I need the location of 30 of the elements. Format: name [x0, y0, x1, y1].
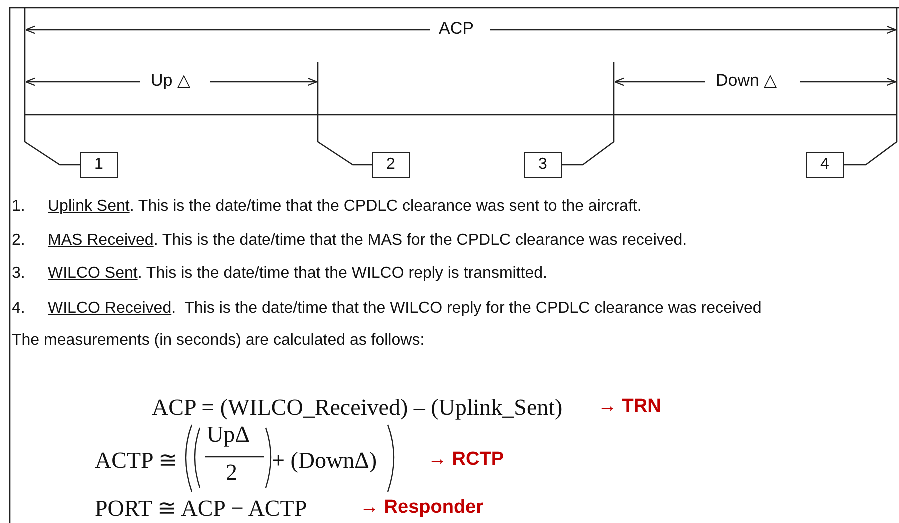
leader-line [844, 141, 898, 166]
formula-text: + (DownΔ) [272, 448, 378, 473]
description-text: . This is the date/time that the WILCO reply is transmitted. [138, 265, 548, 282]
number-box: 3 [524, 152, 562, 178]
underlined-term: WILCO Received [48, 300, 172, 317]
result-text: → RCTP [428, 449, 504, 470]
number-box: 1 [80, 152, 118, 178]
result-text: → Responder [360, 497, 484, 518]
description-text: . This is the date/time that the MAS for the CPDLC clearance was received. [154, 232, 688, 249]
underlined-term: WILCO Sent [48, 265, 138, 282]
underlined-term: Uplink Sent [48, 198, 130, 215]
leader-line [318, 141, 372, 166]
formula-text: ACP = (WILCO_Received) – (Uplink_Sent) [152, 395, 563, 420]
number-box: 4 [806, 152, 844, 178]
formula-text: PORT ≅ ACP − ACTP [95, 496, 308, 521]
number-box: 2 [372, 152, 410, 178]
list-number: 1. [12, 198, 26, 215]
formula-text: UpΔ [207, 422, 250, 447]
list-number: 4. [12, 300, 26, 317]
intro-text: The measurements (in seconds) are calculated as follows: [12, 332, 425, 349]
description-text: . This is the date/time that the WILCO reply for the CPDLC clearance was received [172, 300, 762, 317]
leader-line [562, 141, 614, 166]
list-number: 2. [12, 232, 26, 249]
formula-text: 2 [226, 460, 238, 485]
formula-text: ACTP ≅ [95, 448, 178, 473]
description-text: . This is the date/time that the CPDLC clearance was sent to the aircraft. [130, 198, 642, 215]
leader-line [24, 141, 80, 166]
list-number: 3. [12, 265, 26, 282]
underlined-term: MAS Received [48, 232, 154, 249]
result-text: → TRN [598, 396, 662, 417]
